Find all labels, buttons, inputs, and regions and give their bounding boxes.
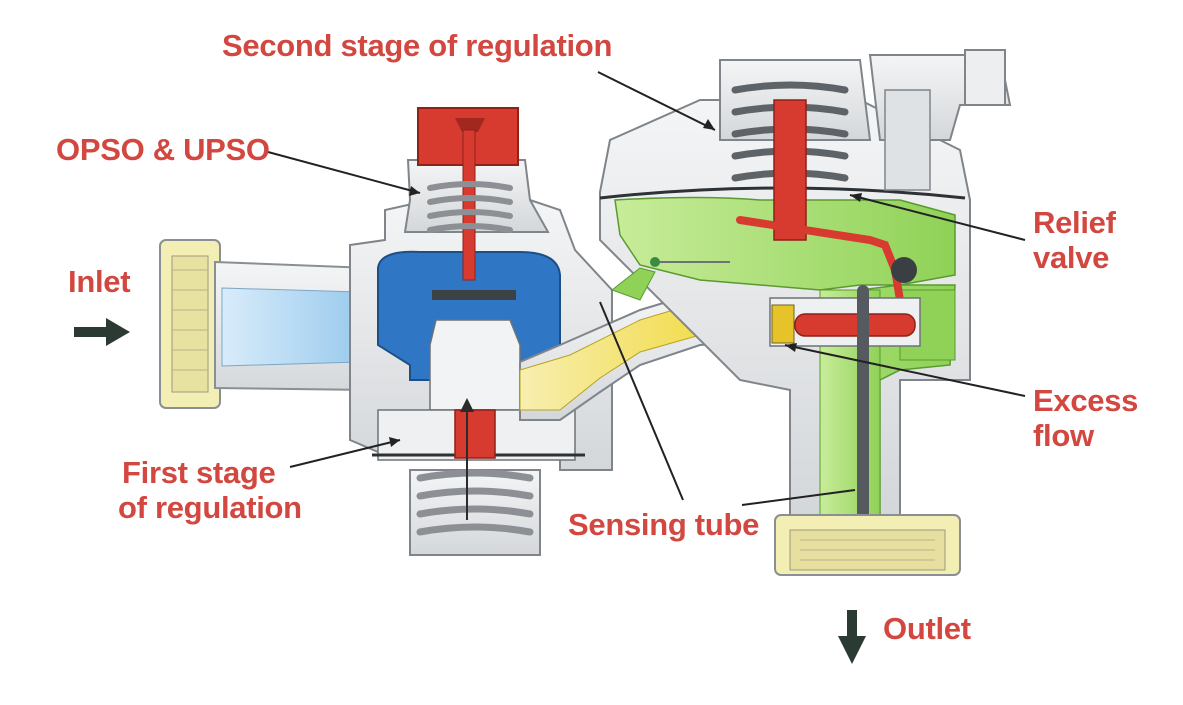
sensing-tube [857, 285, 869, 535]
excess-flow-valve [769, 297, 921, 347]
label-relief-valve: Relief valve [1033, 205, 1116, 275]
second-stage-stem [773, 99, 807, 241]
leader-arrowheads [389, 119, 862, 447]
label-relief-valve-line1: Relief [1033, 205, 1116, 240]
label-outlet: Outlet [883, 611, 971, 646]
label-opso-upso: OPSO & UPSO [56, 132, 270, 167]
leader-lines [267, 71, 1026, 506]
label-excess-flow-line2: flow [1033, 418, 1094, 453]
outlet-fitting [774, 514, 961, 576]
label-excess-flow: Excess flow [1033, 383, 1138, 453]
label-excess-flow-line1: Excess [1033, 383, 1139, 418]
vent-fitting [610, 267, 656, 301]
first-stage-piston [454, 409, 496, 459]
relief-ball [891, 257, 917, 283]
label-first-stage: First stage of regulation [118, 455, 302, 525]
label-inlet: Inlet [68, 264, 131, 299]
inlet-arrow-icon [74, 318, 130, 346]
label-sensing-tube: Sensing tube [568, 507, 760, 542]
outlet-arrow-icon [838, 610, 866, 664]
label-first-stage-line1: First stage [122, 455, 276, 490]
flow-arrow-up-head [460, 398, 474, 412]
inlet-fitting [159, 239, 221, 409]
label-second-stage: Second stage of regulation [222, 28, 613, 63]
relief-lever [736, 216, 909, 334]
label-relief-valve-line2: valve [1033, 240, 1110, 275]
first-stage-spring [416, 469, 534, 536]
opso-spring [427, 181, 513, 233]
label-first-stage-line2: of regulation [118, 490, 302, 525]
